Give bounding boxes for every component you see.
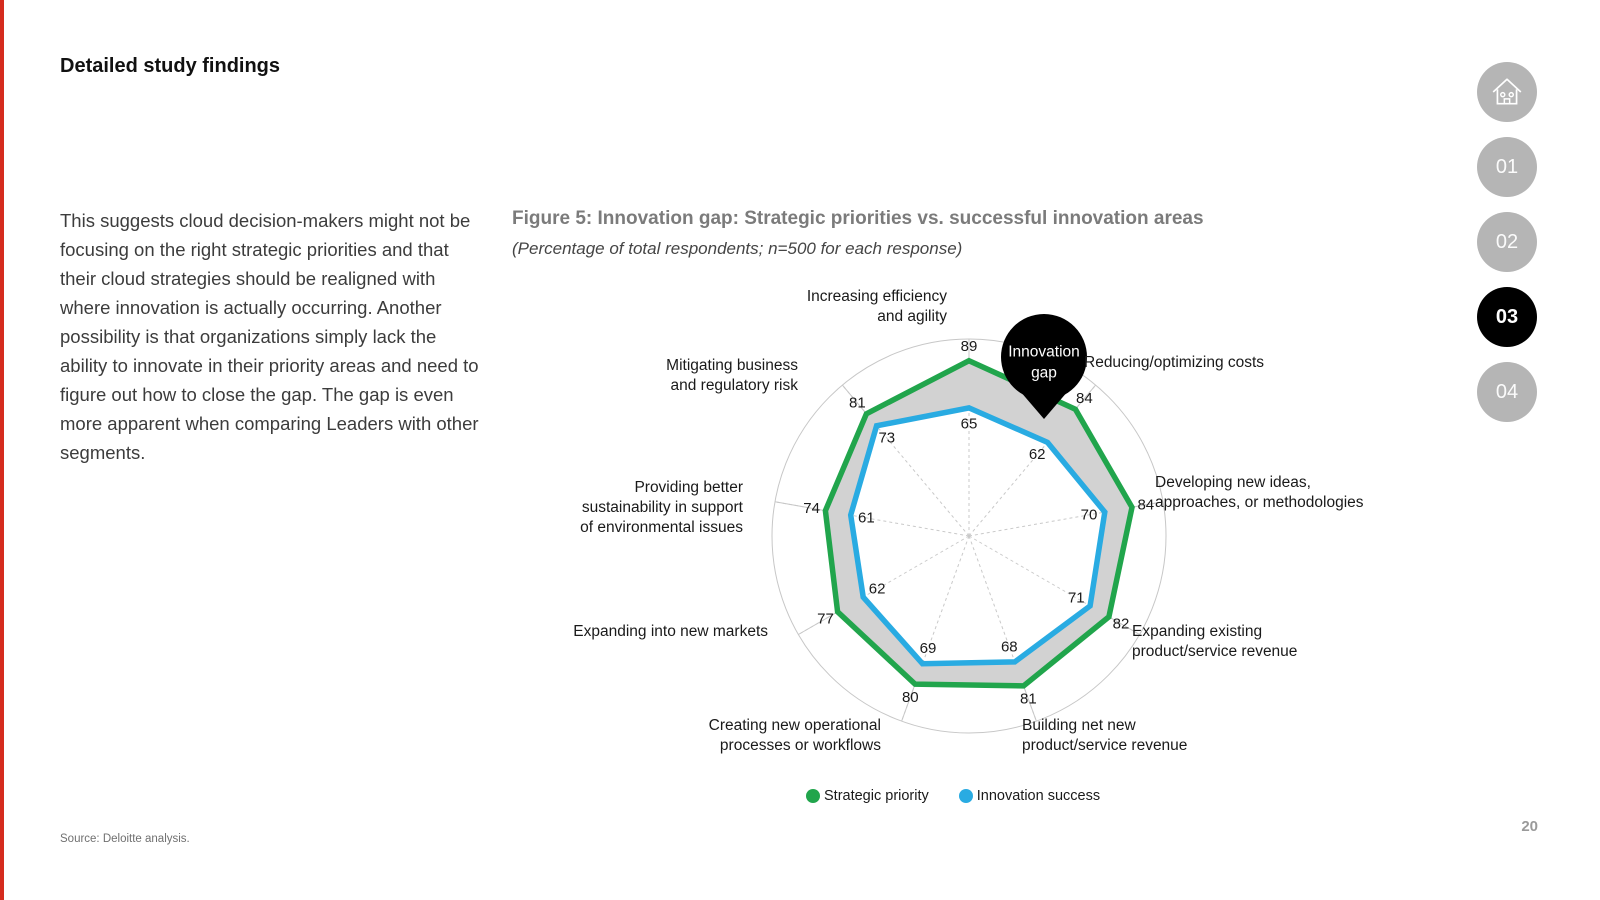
value-label-strategic: 81 <box>849 395 866 412</box>
page-title: Detailed study findings <box>60 55 281 77</box>
legend-label: Strategic priority <box>824 788 929 804</box>
value-label-strategic: 89 <box>961 338 978 355</box>
value-label-strategic: 82 <box>1113 615 1130 632</box>
value-label-strategic: 84 <box>1076 390 1093 407</box>
figure-subtitle: (Percentage of total respondents; n=500 … <box>512 239 963 258</box>
value-label-success: 61 <box>858 509 875 526</box>
legend-item: Innovation success <box>958 788 1101 804</box>
innovation-success-line <box>847 405 1108 667</box>
section-nav: 01 02 03 04 <box>1477 62 1537 422</box>
axis-tick-line <box>1131 501 1164 508</box>
nav-section-01[interactable]: 01 <box>1477 137 1537 197</box>
value-label-success: 71 <box>1068 589 1085 606</box>
figure-title: Figure 5: Innovation gap: Strategic prio… <box>512 208 1204 229</box>
axis-tick-line <box>901 683 916 722</box>
legend-dot-icon <box>806 789 820 803</box>
value-label-success: 70 <box>1081 506 1098 523</box>
body-paragraph: This suggests cloud decision-makers migh… <box>60 210 479 463</box>
legend-dot-icon <box>958 789 973 803</box>
nav-section-02[interactable]: 02 <box>1477 212 1537 272</box>
home-icon <box>1492 78 1522 105</box>
strategic-priority-line <box>822 357 1135 689</box>
axis-tick-line <box>1074 384 1097 410</box>
nav-home-button[interactable] <box>1477 62 1537 122</box>
page-number: 20 <box>1521 818 1538 835</box>
gap-band <box>825 360 1132 686</box>
value-label-strategic: 77 <box>817 610 834 627</box>
value-label-success: 69 <box>920 640 937 657</box>
value-label-success: 62 <box>1029 446 1046 463</box>
axis-tick-line <box>774 501 826 512</box>
value-label-strategic: 84 <box>1137 496 1154 513</box>
source-note: Source: Deloitte analysis. <box>60 833 190 845</box>
chart-legend: Strategic priority Innovation success <box>806 788 1100 804</box>
brand-accent-stripe <box>0 0 4 900</box>
legend-item: Strategic priority <box>806 788 929 804</box>
nav-section-03-active[interactable]: 03 <box>1477 287 1537 347</box>
callout-text: Innovation <box>1008 344 1080 361</box>
axis-tick-line <box>1023 685 1037 722</box>
innovation-gap-callout: Innovation gap <box>1001 314 1087 419</box>
callout-text: gap <box>1031 365 1057 382</box>
axis-tick-line <box>798 611 838 635</box>
value-label-success: 62 <box>869 581 886 598</box>
callout-pointer <box>1014 384 1074 419</box>
axis-tick-line <box>1108 616 1140 635</box>
value-label-strategic: 80 <box>902 689 919 706</box>
nav-section-04[interactable]: 04 <box>1477 362 1537 422</box>
value-label-strategic: 81 <box>1020 691 1037 708</box>
callout-balloon <box>1001 314 1087 400</box>
legend-label: Innovation success <box>976 788 1101 804</box>
value-label-strategic: 74 <box>803 500 820 517</box>
axis-tick-line <box>841 384 867 415</box>
value-label-success: 73 <box>878 430 895 447</box>
value-label-success: 65 <box>961 415 978 432</box>
value-label-success: 68 <box>1001 638 1018 655</box>
